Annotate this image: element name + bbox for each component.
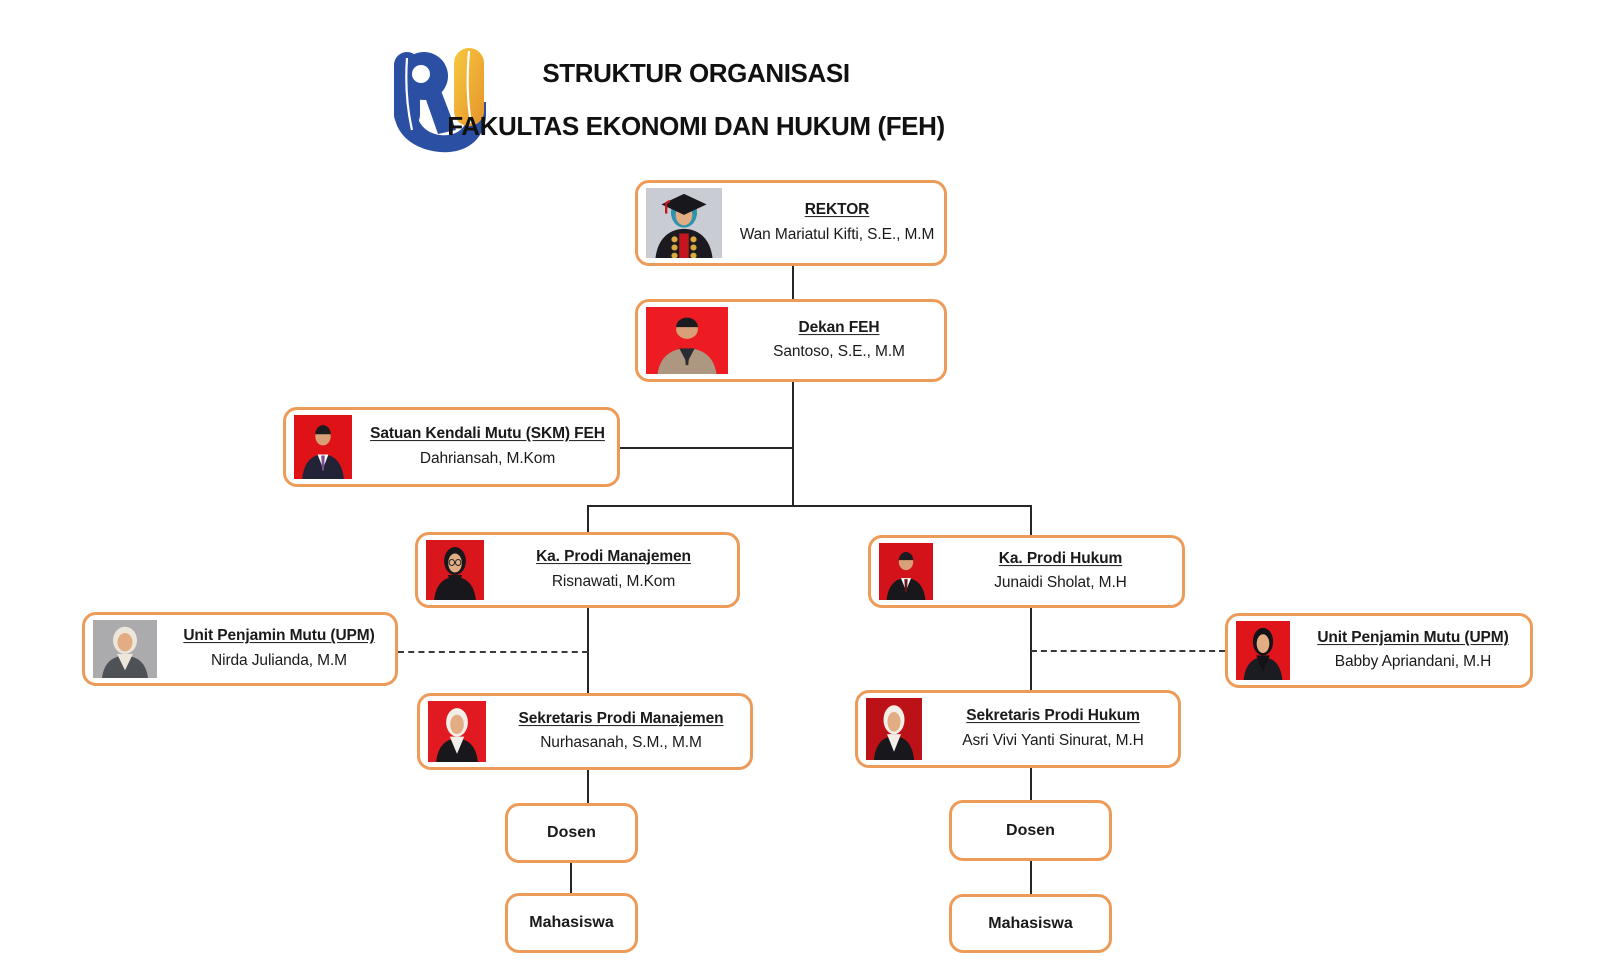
node-rektor: REKTOR Wan Mariatul Kifti, S.E., M.M [635, 180, 947, 266]
connector-skm-trunk [620, 447, 793, 449]
dashed-connector-upm-hukum [1031, 650, 1225, 652]
node-title: REKTOR [804, 201, 870, 219]
page-subtitle: FAKULTAS EKONOMI DAN HUKUM (FEH) [447, 111, 945, 141]
node-dosen-hukum: Dosen [949, 800, 1112, 861]
node-dekan-feh: Dekan FEH Santoso, S.E., M.M [635, 299, 947, 382]
skm-photo [294, 415, 352, 479]
node-person-name: Santoso, S.E., M.M [773, 343, 905, 361]
university-logo [388, 44, 492, 154]
node-person-name: Babby Apriandani, M.H [1334, 653, 1492, 671]
node-sekretaris-prodi-hukum: Sekretaris Prodi Hukum Asri Vivi Yanti S… [855, 690, 1181, 768]
connector-dosen-mahasiswa-left [570, 862, 572, 894]
node-mahasiswa-manajemen: Mahasiswa [505, 893, 638, 953]
dekan-photo [646, 307, 728, 374]
node-title: Sekretaris Prodi Manajemen [518, 709, 724, 727]
connector-branch-ka-manajemen [587, 506, 589, 533]
node-title: Unit Penjamin Mutu (UPM) [1317, 628, 1509, 646]
node-dosen-manajemen: Dosen [505, 803, 638, 863]
connector-branch-ka-hukum [1030, 506, 1032, 536]
node-title: Ka. Prodi Manajemen [536, 548, 691, 566]
node-sekretaris-prodi-manajemen: Sekretaris Prodi Manajemen Nurhasanah, S… [417, 693, 753, 770]
node-mahasiswa-hukum: Mahasiswa [949, 894, 1112, 953]
node-label: Mahasiswa [988, 914, 1073, 932]
node-person-name: Risnawati, M.Kom [551, 573, 676, 590]
node-person-name: Nurhasanah, S.M., M.M [540, 734, 702, 752]
node-label: Mahasiswa [529, 914, 614, 931]
node-label: Dosen [547, 824, 596, 841]
node-title: Sekretaris Prodi Hukum [966, 707, 1140, 725]
ka-prodi-hukum-photo [879, 543, 933, 600]
connector-kahukum-sekretaris [1030, 607, 1032, 691]
connector-dekan-branch [792, 382, 794, 507]
ka-prodi-manajemen-photo [426, 540, 484, 600]
node-skm-feh: Satuan Kendali Mutu (SKM) FEH Dahriansah… [283, 407, 620, 487]
upm-manajemen-photo [93, 620, 157, 678]
node-upm-hukum: Unit Penjamin Mutu (UPM) Babby Apriandan… [1225, 613, 1533, 688]
rektor-photo [646, 188, 722, 258]
node-title: Ka. Prodi Hukum [998, 549, 1123, 567]
node-title: Unit Penjamin Mutu (UPM) [183, 627, 375, 645]
connector-branch-horizontal [587, 505, 1032, 507]
node-upm-manajemen: Unit Penjamin Mutu (UPM) Nirda Julianda,… [82, 612, 398, 686]
connector-rektor-dekan [792, 266, 794, 299]
upm-hukum-photo [1236, 621, 1290, 680]
page-title: STRUKTUR ORGANISASI [542, 58, 850, 88]
sekretaris-manajemen-photo [428, 701, 486, 762]
connector-sekmanajemen-dosen [587, 769, 589, 804]
node-ka-prodi-manajemen: Ka. Prodi Manajemen Risnawati, M.Kom [415, 532, 740, 608]
node-person-name: Asri Vivi Yanti Sinurat, M.H [962, 732, 1144, 749]
ru-monogram-icon [394, 48, 486, 153]
node-label: Dosen [1006, 821, 1055, 839]
node-title: Satuan Kendali Mutu (SKM) FEH [370, 425, 605, 443]
node-person-name: Junaidi Sholat, M.H [994, 574, 1127, 592]
dashed-connector-upm-manajemen [398, 651, 588, 653]
connector-sekhukum-dosen [1030, 767, 1032, 801]
node-person-name: Dahriansah, M.Kom [419, 450, 556, 467]
connector-dosen-mahasiswa-right [1030, 860, 1032, 895]
node-person-name: Wan Mariatul Kifti, S.E., M.M [739, 226, 935, 243]
node-ka-prodi-hukum: Ka. Prodi Hukum Junaidi Sholat, M.H [868, 535, 1185, 608]
connector-kamanajemen-sekretaris [587, 607, 589, 694]
node-title: Dekan FEH [798, 318, 880, 336]
node-person-name: Nirda Julianda, M.M [211, 652, 347, 669]
sekretaris-hukum-photo [866, 698, 922, 760]
